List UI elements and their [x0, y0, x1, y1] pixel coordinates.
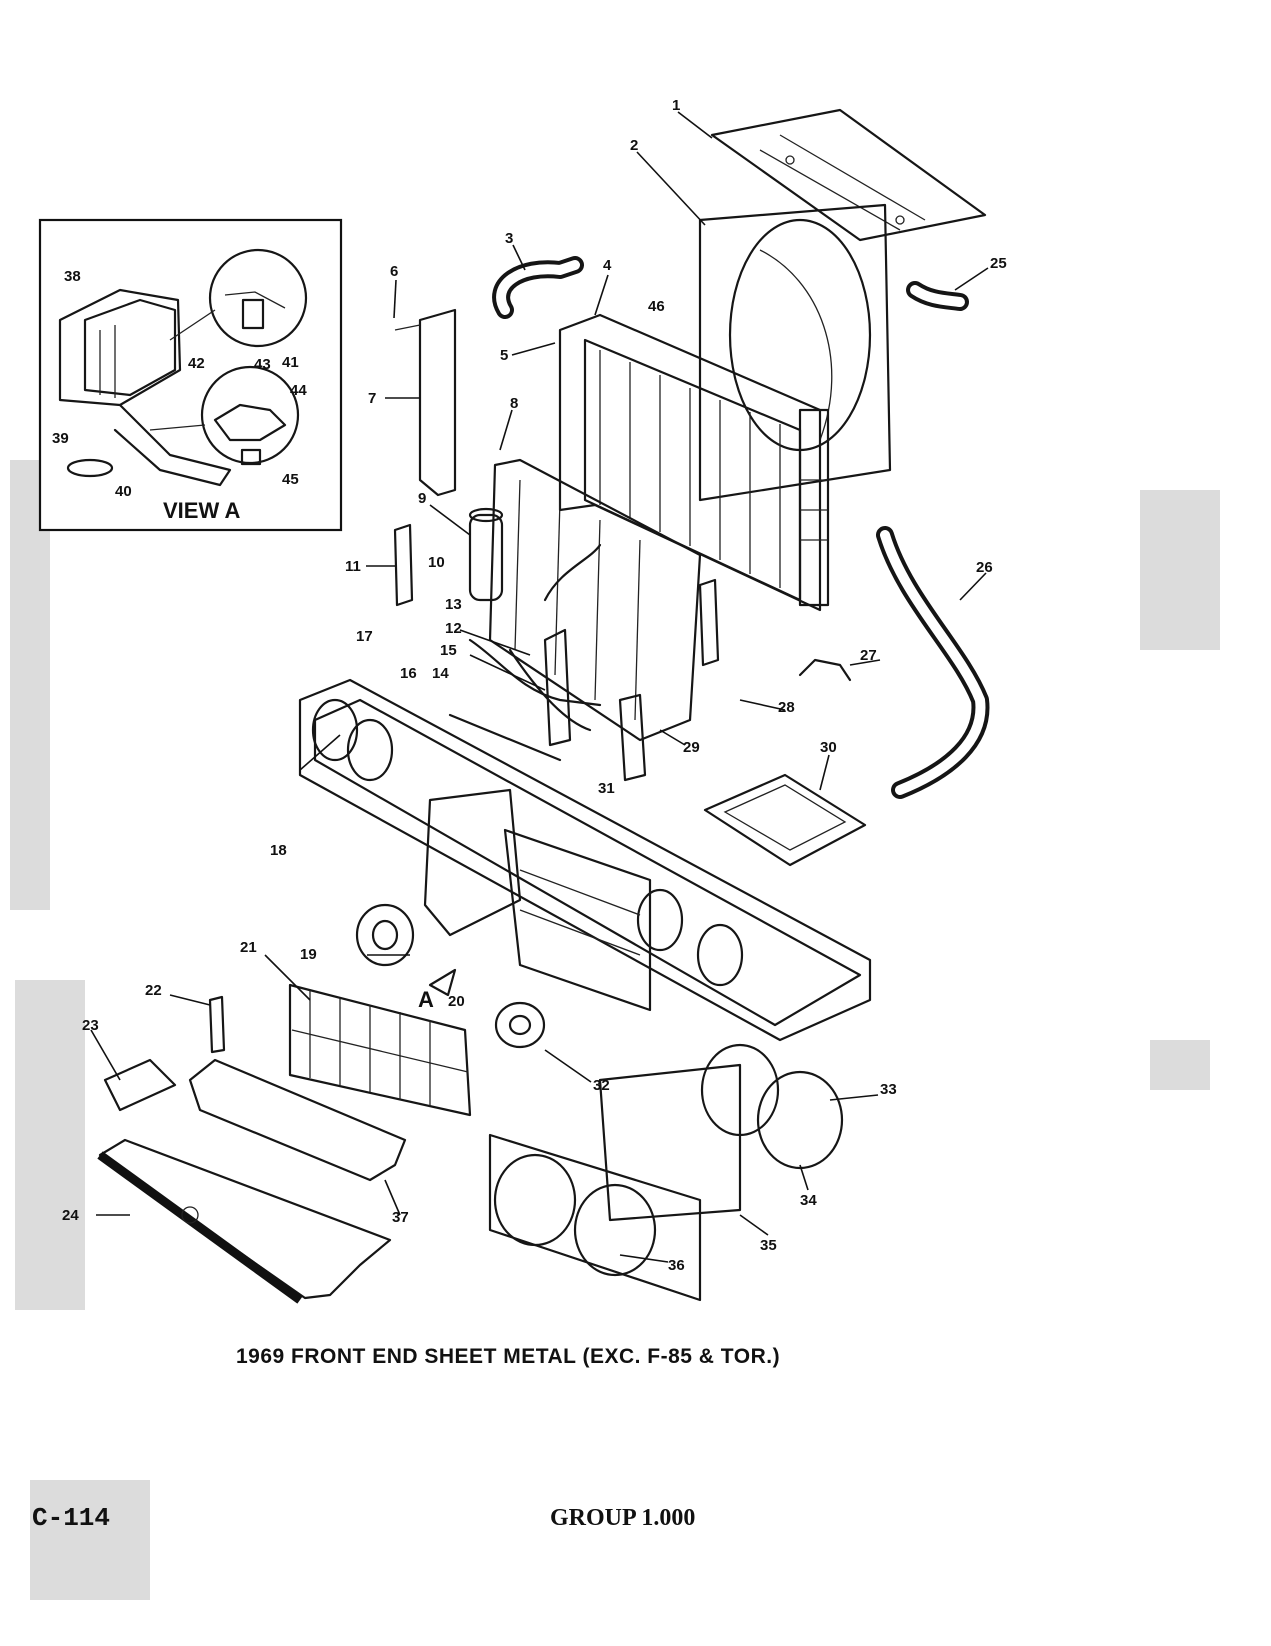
callout-9: 9	[418, 490, 426, 507]
diagram-caption: 1969 FRONT END SHEET METAL (EXC. F-85 & …	[236, 1345, 781, 1368]
callout-17: 17	[356, 628, 373, 645]
callout-39: 39	[52, 430, 69, 447]
callout-44: 44	[290, 382, 307, 399]
callout-13: 13	[445, 596, 462, 613]
view-a-arrow-label: A	[418, 987, 434, 1012]
bracket-7	[394, 308, 457, 497]
bracket-22	[208, 995, 226, 1054]
callout-10: 10	[428, 554, 445, 571]
lower-panel	[188, 1058, 407, 1182]
callout-33: 33	[880, 1081, 897, 1098]
radiator-support	[298, 678, 872, 1042]
hoses	[492, 256, 990, 799]
ac-lines	[448, 543, 720, 782]
fan-shroud	[698, 203, 892, 502]
bracket-23	[103, 1058, 177, 1112]
condenser	[488, 458, 702, 742]
callout-42: 42	[188, 355, 205, 372]
callout-28: 28	[778, 699, 795, 716]
callout-4: 4	[603, 257, 612, 274]
callout-34: 34	[800, 1192, 817, 1209]
callout-43: 43	[254, 356, 271, 373]
view-a-inset: VIEW A	[38, 218, 343, 532]
strap-27	[798, 658, 852, 682]
callout-32: 32	[593, 1077, 610, 1094]
callout-27: 27	[860, 647, 877, 664]
callout-8: 8	[510, 395, 518, 412]
view-a-title: VIEW A	[163, 498, 241, 523]
callout-31: 31	[598, 780, 615, 797]
callout-2: 2	[630, 137, 638, 154]
callout-6: 6	[390, 263, 398, 280]
callout-35: 35	[760, 1237, 777, 1254]
callout-12: 12	[445, 620, 462, 637]
callout-41: 41	[282, 354, 299, 371]
callout-30: 30	[820, 739, 837, 756]
bracket-11	[393, 523, 414, 607]
callout-46: 46	[648, 298, 665, 315]
callout-5: 5	[500, 347, 508, 364]
upper-baffle	[710, 108, 987, 242]
callout-1: 1	[672, 97, 680, 114]
callout-3: 3	[505, 230, 513, 247]
callout-24: 24	[62, 1207, 79, 1224]
stone-shield	[97, 1138, 392, 1304]
radiator	[558, 313, 830, 612]
callout-18: 18	[270, 842, 287, 859]
callout-40: 40	[115, 483, 132, 500]
callout-45: 45	[282, 471, 299, 488]
callout-16: 16	[400, 665, 417, 682]
headlamp-bezels	[488, 1043, 844, 1302]
callout-7: 7	[368, 390, 376, 407]
callout-21: 21	[240, 939, 257, 956]
callout-26: 26	[976, 559, 993, 576]
scan-noise	[10, 460, 1220, 1600]
receiver-drier	[468, 507, 504, 602]
horns	[355, 903, 546, 1049]
page-number: C-114	[32, 1503, 111, 1533]
grille	[288, 983, 472, 1117]
callout-14: 14	[432, 665, 449, 682]
callout-19: 19	[300, 946, 317, 963]
callout-15: 15	[440, 642, 457, 659]
callout-37: 37	[392, 1209, 409, 1226]
callout-38: 38	[64, 268, 81, 285]
callout-11: 11	[345, 558, 361, 575]
leader-lines	[90, 111, 989, 1263]
group-number: GROUP 1.000	[550, 1505, 696, 1531]
callout-29: 29	[683, 739, 700, 756]
callout-36: 36	[668, 1257, 685, 1274]
view-a-arrow-icon	[428, 968, 457, 997]
callout-25: 25	[990, 255, 1007, 272]
callout-20: 20	[448, 993, 465, 1010]
callout-23: 23	[82, 1017, 99, 1034]
callout-22: 22	[145, 982, 162, 999]
plate-30	[703, 773, 867, 867]
callout-labels: 1 2 3 4 5 6 7 8 9 10 11 12 13 14 15 16 1…	[52, 97, 1007, 1274]
